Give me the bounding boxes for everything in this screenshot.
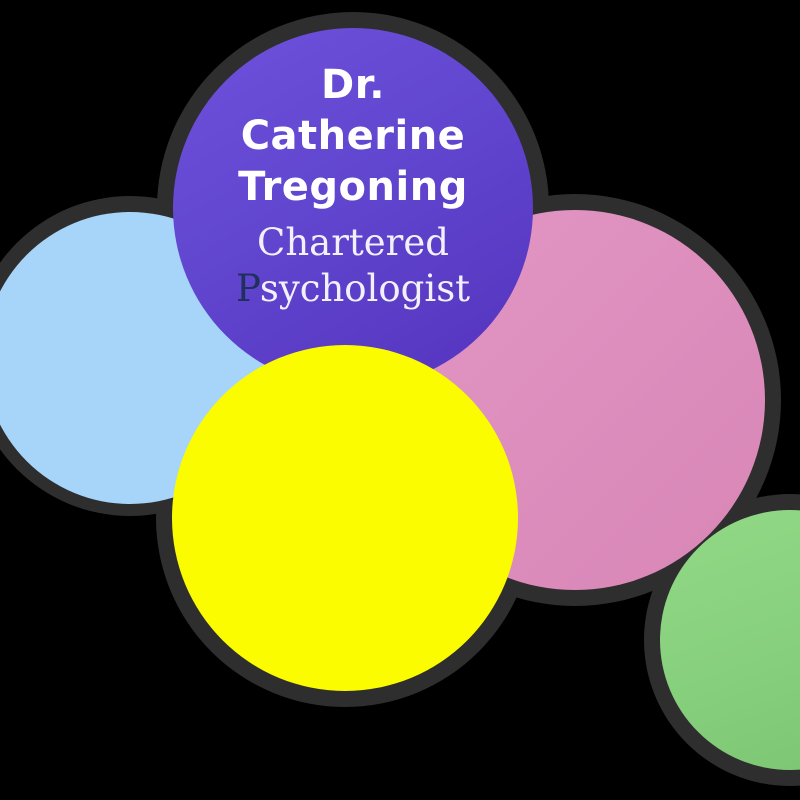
purple-circle: [173, 28, 533, 388]
